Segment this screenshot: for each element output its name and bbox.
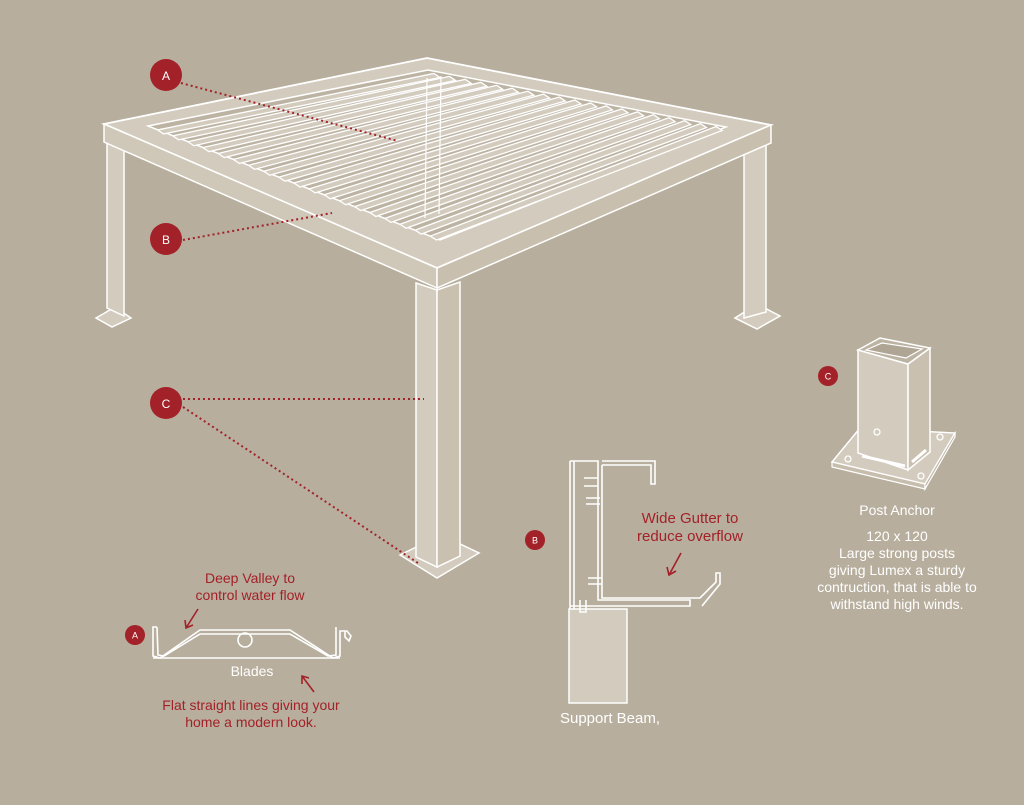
louvre-blade <box>337 108 630 206</box>
support-beam <box>568 608 628 704</box>
louvre-blades <box>155 72 724 241</box>
marker-a: A <box>150 59 182 91</box>
pergola-structure <box>94 57 782 579</box>
post-anchor-line2: Large strong posts <box>839 545 955 561</box>
louvre-blade <box>322 105 614 200</box>
svg-text:C: C <box>162 397 171 411</box>
louvre-blade <box>292 99 583 188</box>
back-left-post <box>94 138 133 328</box>
louvre-blade <box>429 125 724 241</box>
back-right-post <box>733 139 782 330</box>
marker-c: C <box>150 387 182 419</box>
gutter-heading-line2: reduce overflow <box>637 528 743 545</box>
post-anchor-illustration <box>830 337 957 492</box>
front-post <box>398 280 481 579</box>
blade-note: Flat straight lines giving your home a m… <box>136 697 366 731</box>
louvre-blade <box>277 96 567 182</box>
callout-leaders <box>180 82 424 564</box>
svg-text:A: A <box>162 69 170 83</box>
louvre-blade <box>171 75 458 141</box>
louvre-blade <box>186 78 473 147</box>
gutter-profile <box>568 460 721 704</box>
blade-heading-line1: Deep Valley to <box>204 570 295 586</box>
post-anchor-title: Post Anchor <box>859 502 935 518</box>
blades-label: Blades <box>230 663 274 679</box>
gutter-arrow <box>666 552 682 577</box>
marker-c-detail: C <box>818 366 838 386</box>
louvre-blade <box>383 116 677 224</box>
louvre-blade <box>201 81 489 153</box>
louvre-blade <box>413 122 708 235</box>
gutter-heading-line1: Wide Gutter to <box>641 510 739 527</box>
blade-arrows <box>184 608 315 693</box>
louvre-blade <box>262 93 552 176</box>
blade-heading: Deep Valley to control water flow <box>150 570 350 604</box>
louvre-blade <box>353 111 646 212</box>
louvre-blade <box>368 114 661 218</box>
svg-text:A: A <box>132 631 138 641</box>
blade-note-line2: home a modern look. <box>185 714 317 730</box>
post-anchor-line5: withstand high winds. <box>830 596 964 612</box>
marker-b: B <box>150 223 182 255</box>
post-anchor-line3: giving Lumex a sturdy <box>828 562 966 578</box>
louvre-blade <box>231 87 520 165</box>
marker-a-detail: A <box>125 625 145 645</box>
blade-note-line1: Flat straight lines giving your <box>162 697 340 713</box>
louvre-blade <box>155 72 442 135</box>
svg-text:B: B <box>532 536 538 546</box>
blade-support-rail <box>424 75 442 219</box>
svg-text:B: B <box>162 233 170 247</box>
post-anchor-line1: 120 x 120 <box>866 528 928 544</box>
support-beam-label: Support Beam, <box>559 710 661 727</box>
post-anchor-line4: contruction, that is able to <box>817 579 977 595</box>
blade-profile <box>152 626 352 659</box>
blade-heading-line2: control water flow <box>195 587 305 603</box>
post-anchor-description: 120 x 120 Large strong posts giving Lume… <box>797 528 997 613</box>
marker-b-detail: B <box>525 530 545 550</box>
gutter-heading: Wide Gutter to reduce overflow <box>610 510 770 546</box>
louvre-blade <box>216 84 505 159</box>
louvre-blade <box>307 102 599 194</box>
svg-text:C: C <box>825 372 832 382</box>
louvre-blade <box>398 119 693 229</box>
louvre-blade <box>246 90 536 171</box>
